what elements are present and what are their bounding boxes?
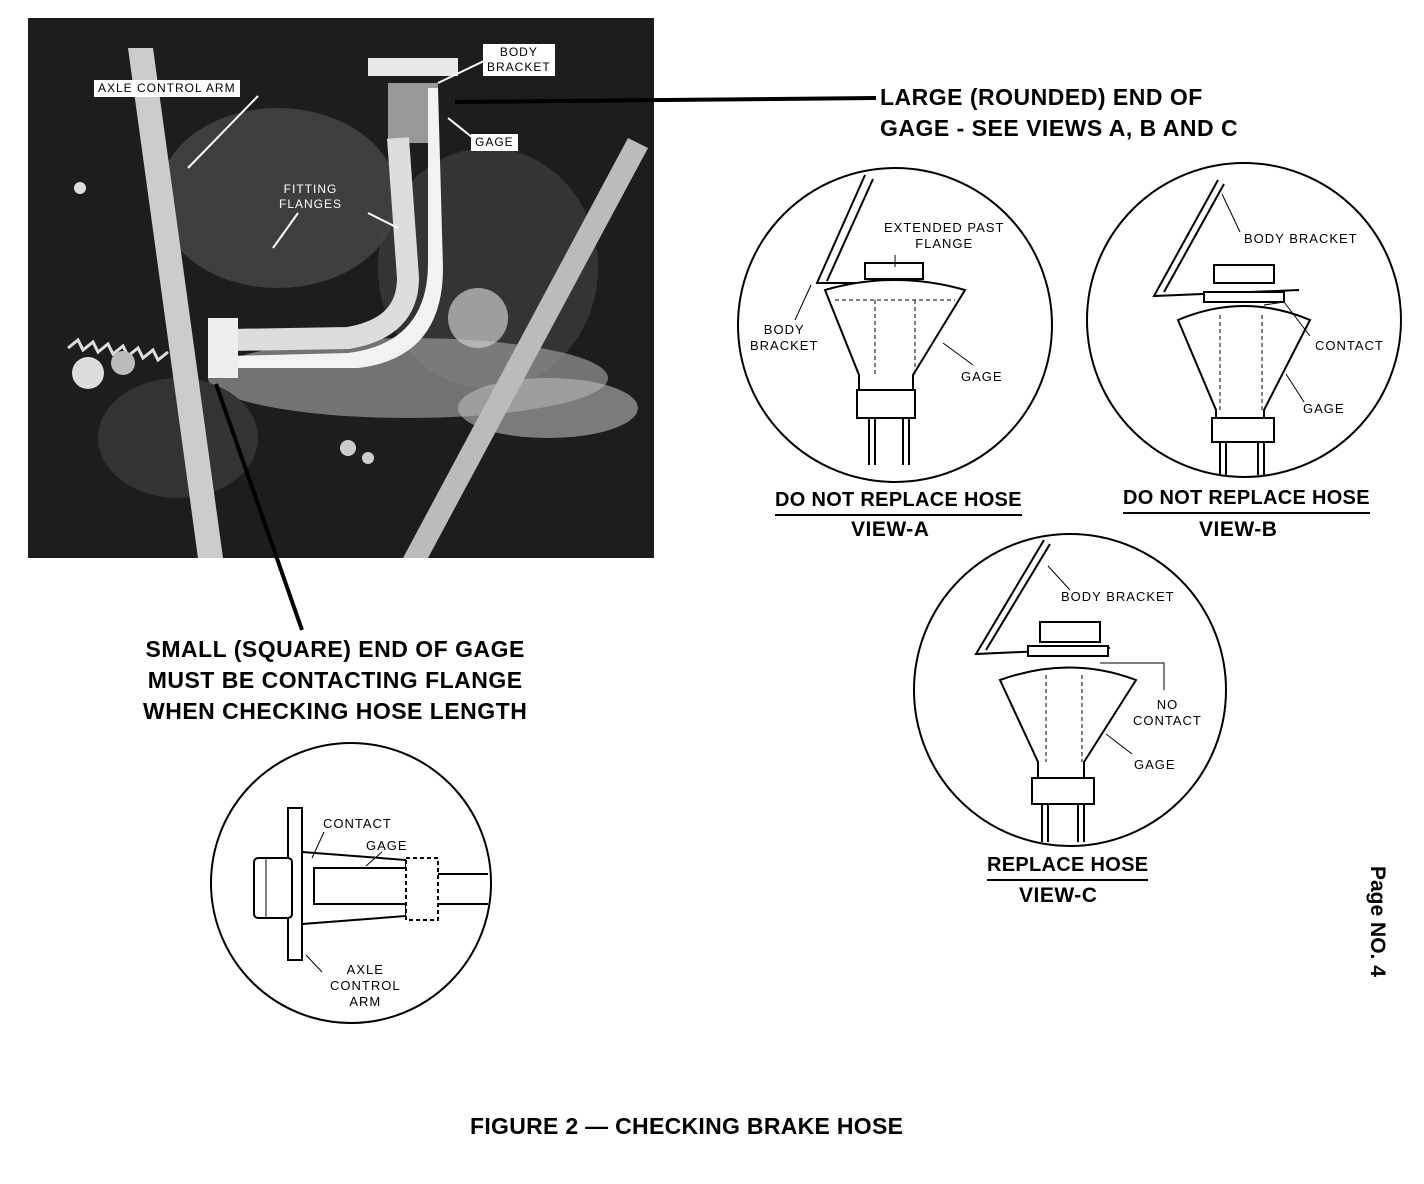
view-a-label-gage: GAGE: [961, 369, 1003, 384]
view-b-label-body-bracket: BODY BRACKET: [1244, 231, 1358, 246]
view-c-diagram: [913, 533, 1227, 847]
view-b-diagram: [1086, 162, 1402, 478]
view-b-status: DO NOT REPLACE HOSE: [1123, 487, 1370, 514]
photo-illustration: [28, 18, 654, 558]
view-b-label-contact: CONTACT: [1315, 338, 1384, 353]
view-c-label-body-bracket: BODY BRACKET: [1061, 589, 1175, 604]
photo-label-body-bracket: BODY BRACKET: [483, 44, 555, 76]
view-a-status: DO NOT REPLACE HOSE: [775, 489, 1022, 516]
view-a-label-body-bracket: BODY BRACKET: [750, 322, 819, 353]
view-b-title: VIEW-B: [1199, 518, 1278, 541]
figure-caption: FIGURE 2 — CHECKING BRAKE HOSE: [470, 1113, 904, 1139]
view-a-diagram: [737, 167, 1053, 483]
photo-label-fitting-flanges: FITTING FLANGES: [279, 182, 343, 211]
small-end-callout: SMALL (SQUARE) END OF GAGE MUST BE CONTA…: [143, 636, 528, 724]
photo-label-gage: GAGE: [471, 134, 518, 151]
page-number-margin: Page NO. 4: [1366, 866, 1389, 977]
square-end-detail-diagram: [210, 742, 492, 1024]
detail-label-axle-control-arm: AXLE CONTROL ARM: [330, 962, 401, 1009]
view-b-label-gage: GAGE: [1303, 401, 1345, 416]
view-c-label-gage: GAGE: [1134, 757, 1176, 772]
view-a-label-extended: EXTENDED PAST FLANGE: [884, 220, 1005, 251]
brake-hose-photo: AXLE CONTROL ARM BODY BRACKET GAGE FITTI…: [28, 18, 654, 558]
large-end-callout: LARGE (ROUNDED) END OF GAGE - SEE VIEWS …: [880, 84, 1239, 141]
view-c-status: REPLACE HOSE: [987, 854, 1149, 881]
photo-label-axle-control-arm: AXLE CONTROL ARM: [94, 80, 240, 97]
view-c-title: VIEW-C: [1019, 884, 1098, 907]
view-c-label-no-contact: NO CONTACT: [1133, 697, 1202, 728]
detail-label-gage: GAGE: [366, 838, 408, 853]
detail-label-contact: CONTACT: [323, 816, 392, 831]
view-a-title: VIEW-A: [851, 518, 930, 541]
